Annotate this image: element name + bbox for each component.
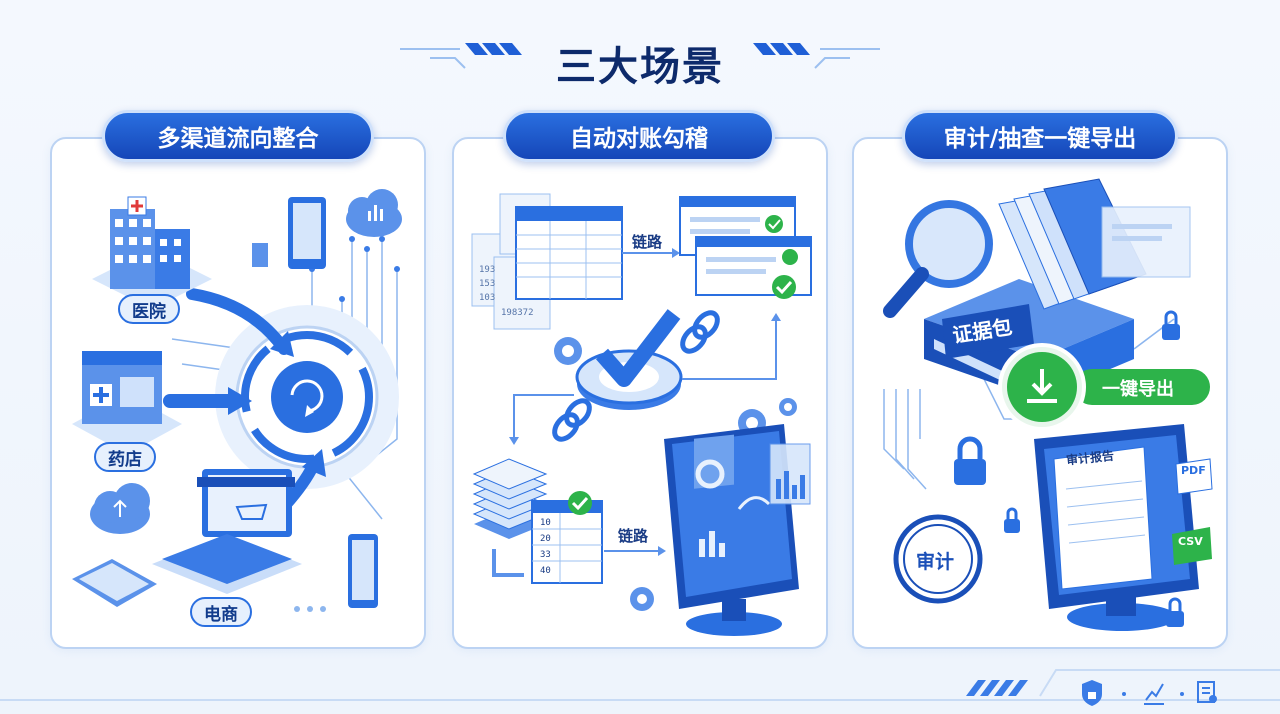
label-one-click-export: 一键导出: [1102, 379, 1174, 400]
label-link-top: 链路: [632, 233, 663, 251]
panel-channel-integration: 医院 药店 电商: [50, 137, 426, 649]
audit-stamp-icon: [893, 514, 983, 604]
chain-icon: [552, 310, 720, 442]
panel-audit-export: 证据包 一键导出 审计报告 PDF CSV 审计: [852, 137, 1228, 649]
cloud-chart-icon: [346, 189, 402, 237]
num-1: 193: [479, 265, 495, 275]
tbl-num-4: 40: [540, 566, 551, 576]
audit-export-illustration: [883, 178, 1213, 631]
small-table-icon: [531, 491, 603, 584]
download-icon: [998, 343, 1210, 431]
data-table-icon: [515, 206, 623, 300]
audit-report-icon: [1034, 424, 1199, 631]
label-hospital: 医院: [118, 294, 180, 324]
chart-icon: [1144, 683, 1164, 705]
sync-icon: [271, 361, 343, 433]
tbl-num-2: 20: [540, 534, 551, 544]
heading-audit-export: 审计/抽查一键导出: [902, 110, 1178, 162]
layer-stack-icon: [472, 458, 548, 539]
heading-auto-reconciliation: 自动对账勾稽: [503, 110, 775, 162]
result-window-icon: [679, 196, 812, 299]
tbl-num-3: 33: [540, 550, 551, 560]
dashboard-monitor-icon: [664, 424, 811, 636]
tablet-top-icon: [288, 197, 326, 269]
check-icon: [772, 275, 796, 299]
title-bar: 三大场景: [0, 28, 1280, 98]
phone-icon: [348, 534, 378, 608]
label-ecommerce: 电商: [190, 597, 252, 627]
tbl-num-1: 10: [540, 518, 551, 528]
footer-line: [0, 699, 1280, 701]
label-pdf: PDF: [1181, 464, 1206, 477]
tablet-icon: [72, 559, 157, 607]
pharmacy-icon: [72, 351, 182, 454]
laptop-icon: [152, 469, 302, 594]
lock-icon: [954, 310, 1184, 627]
num-2: 153: [479, 279, 495, 289]
num-4: 198372: [501, 308, 534, 318]
shield-lock-icon: [1082, 680, 1102, 706]
cloud-icon: [90, 483, 150, 534]
panel-auto-reconciliation: 193 153 103 198372: [452, 137, 828, 649]
title-decoration: [400, 43, 880, 69]
num-3: 103: [479, 293, 495, 303]
label-pharmacy: 药店: [94, 442, 156, 472]
central-check-icon: [575, 309, 683, 410]
hospital-icon: [92, 196, 212, 309]
document-icon: [252, 243, 268, 267]
magnifier-icon: [883, 200, 993, 318]
channel-integration-illustration: [72, 189, 402, 612]
heading-channel-integration: 多渠道流向整合: [102, 110, 374, 162]
label-link-bottom: 链路: [618, 527, 649, 545]
label-csv: CSV: [1178, 535, 1203, 548]
reconciliation-illustration: 193 153 103 198372: [471, 193, 812, 636]
label-audit-stamp: 审计: [916, 551, 955, 573]
page-title: 三大场景: [556, 44, 724, 90]
